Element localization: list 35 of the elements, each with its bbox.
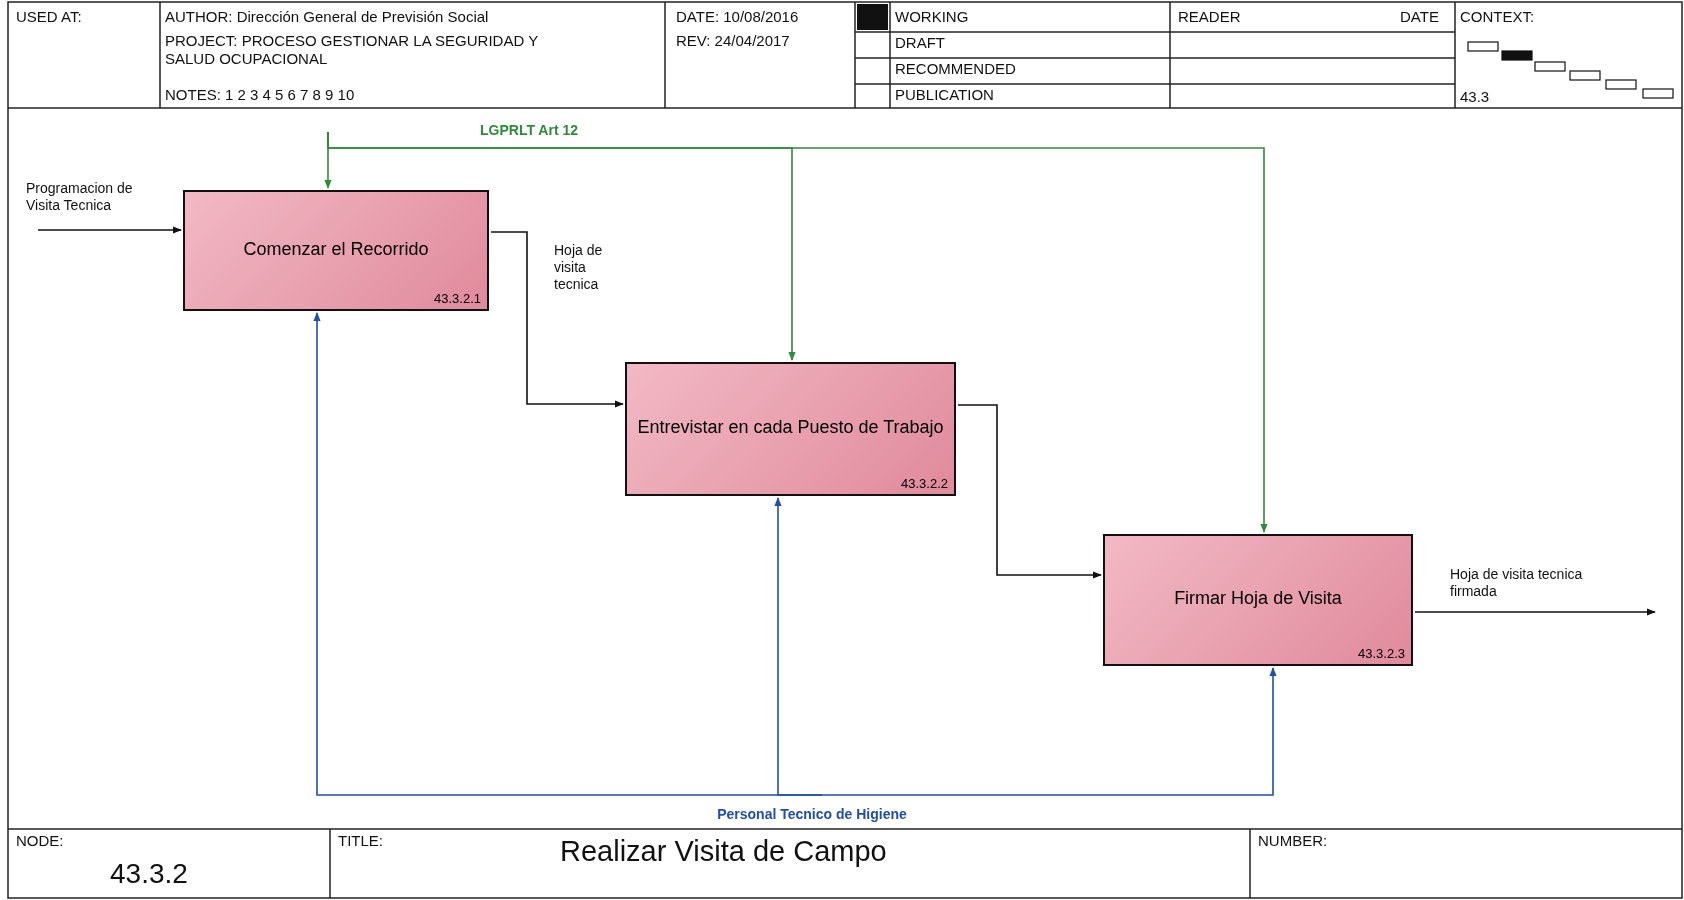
arrow bbox=[37, 226, 182, 234]
activity-label: Firmar Hoja de Visita bbox=[1173, 588, 1343, 610]
used-at-label: USED AT: bbox=[16, 8, 82, 26]
node-number: 43.3.2 bbox=[110, 858, 188, 890]
node-label: NODE: bbox=[16, 832, 64, 850]
status-label: RECOMMENDED bbox=[895, 60, 1016, 78]
title-label: TITLE: bbox=[338, 832, 383, 850]
arrow bbox=[957, 404, 1102, 579]
activity-number: 43.3.2.2 bbox=[901, 476, 948, 491]
arrow bbox=[774, 497, 823, 796]
context-number: 43.3 bbox=[1460, 88, 1490, 106]
reader-label: READER bbox=[1178, 8, 1241, 26]
status-label: PUBLICATION bbox=[895, 86, 994, 104]
project-label: PROJECT: PROCESO GESTIONAR LA SEGURIDAD Y SALUD OCUPACIONAL bbox=[165, 32, 539, 68]
date-label: DATE bbox=[1400, 8, 1439, 26]
activity-number: 43.3.2.1 bbox=[434, 291, 481, 306]
activity-box bbox=[625, 362, 956, 496]
diagram-title: Realizar Visita de Campo bbox=[560, 834, 887, 868]
context-label: CONTEXT: bbox=[1460, 8, 1535, 26]
author-label: AUTHOR: Dirección General de Previsión Social bbox=[165, 8, 489, 26]
arrow bbox=[1414, 608, 1656, 616]
status-label: DRAFT bbox=[895, 34, 945, 52]
arrow bbox=[327, 131, 1268, 533]
activity-label: Entrevistar en cada Puesto de Trabajo bbox=[637, 417, 944, 439]
activity-box bbox=[1103, 534, 1413, 666]
date-label: DATE: 10/08/2016 bbox=[676, 8, 799, 26]
arrow bbox=[490, 231, 624, 408]
revision-label: REV: 24/04/2017 bbox=[676, 32, 790, 50]
number-label: NUMBER: bbox=[1258, 832, 1328, 850]
activity-label: Comenzar el Recorrido bbox=[242, 238, 430, 260]
activity-number: 43.3.2.3 bbox=[1358, 646, 1405, 661]
notes-label: NOTES: 1 2 3 4 5 6 7 8 9 10 bbox=[165, 86, 355, 104]
activity-box bbox=[183, 190, 489, 311]
arrow bbox=[821, 667, 1277, 796]
status-label: WORKING bbox=[895, 8, 969, 26]
